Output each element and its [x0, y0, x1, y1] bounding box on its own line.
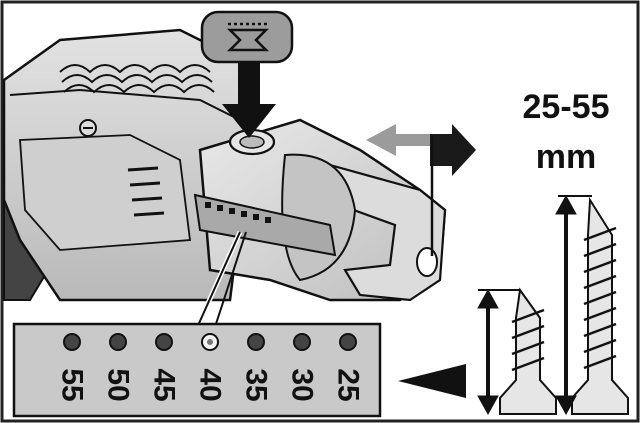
long-screw [571, 196, 629, 415]
long-length-arrow [555, 194, 592, 416]
depth-attachment [193, 118, 447, 302]
screwdriver-tool [2, 28, 252, 302]
depth-label: 55 [56, 368, 89, 401]
double-arrow-icon [366, 124, 476, 256]
arrow-down-icon [222, 62, 276, 138]
depth-dot [293, 333, 311, 351]
screw-depth-icon [226, 22, 270, 52]
depth-scale-marks: 55 50 45 40 35 30 25 [56, 333, 365, 402]
short-screw [499, 287, 557, 415]
coil-spring [59, 64, 215, 94]
depth-dot [247, 333, 265, 351]
sleeve-teeth [205, 202, 271, 223]
depth-label: 25 [332, 368, 365, 401]
depth-dot [339, 333, 357, 351]
depth-dot [109, 333, 127, 351]
button-symbol-badge [200, 10, 294, 64]
depth-dot [63, 333, 81, 351]
long-screw-thread [583, 226, 617, 370]
bracket-hole [416, 247, 438, 277]
triangle-pointer-icon [398, 364, 466, 398]
depth-scale-panel: 55 50 45 40 35 30 25 [12, 322, 382, 418]
depth-dot-selected-center [207, 339, 213, 345]
depth-dot [155, 333, 173, 351]
depth-label: 50 [102, 368, 135, 401]
depth-label: 35 [240, 368, 273, 401]
range-value: 25-55 [523, 88, 610, 126]
range-unit: mm [536, 138, 596, 176]
vent-slots [127, 166, 165, 217]
depth-label: 30 [286, 368, 319, 401]
depth-label: 45 [148, 368, 181, 401]
short-screw-thread [511, 308, 545, 372]
callout-line [195, 231, 241, 331]
short-length-arrow [477, 288, 520, 416]
depth-label: 40 [194, 368, 227, 401]
